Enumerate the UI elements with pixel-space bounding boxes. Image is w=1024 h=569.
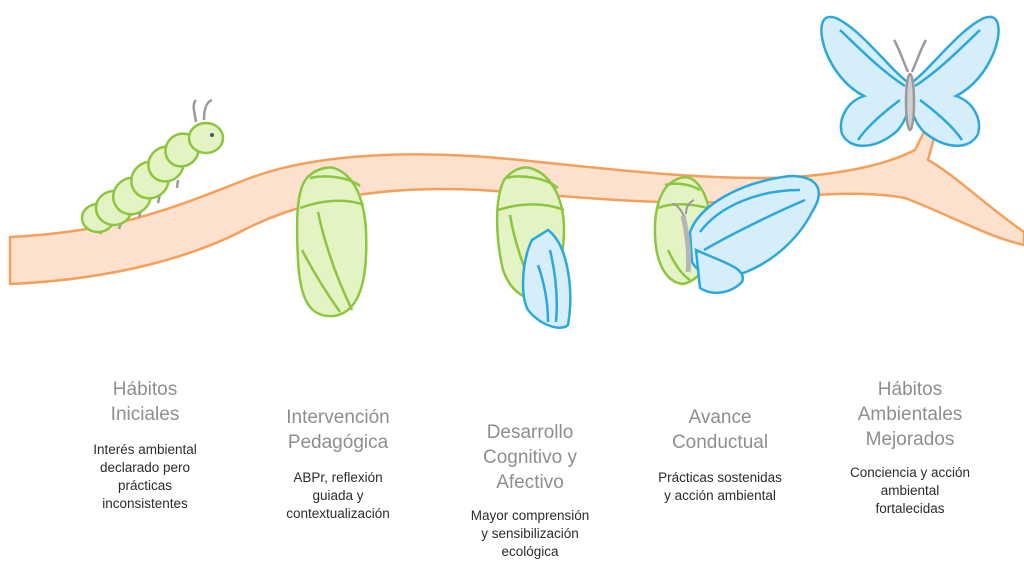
stage-desarrollo-cognitivo-afectivo: Desarrollo Cognitivo y Afectivo Mayor co… (445, 420, 615, 561)
stage-habitos-ambientales-mejorados: Hábitos Ambientales Mejorados Conciencia… (825, 377, 995, 518)
stage-description: Mayor comprensión y sensibilización ecol… (445, 507, 615, 561)
stage-title: Avance Conductual (630, 405, 810, 455)
stage-title: Desarrollo Cognitivo y Afectivo (445, 420, 615, 495)
stage-avance-conductual: Avance Conductual Prácticas sostenidas y… (630, 405, 810, 505)
stage-habitos-iniciales: Hábitos Iniciales Interés ambiental decl… (70, 377, 220, 513)
butterfly-icon (821, 17, 998, 146)
stage-intervencion-pedagogica: Intervención Pedagógica ABPr, reflexión … (258, 405, 418, 523)
emerging-butterfly-icon (655, 176, 819, 293)
stage-title: Hábitos Iniciales (70, 377, 220, 427)
stage-description: Conciencia y acción ambiental fortalecid… (825, 464, 995, 518)
closed-chrysalis-icon (297, 167, 366, 316)
stage-description: Prácticas sostenidas y acción ambiental (630, 469, 810, 505)
stage-title: Intervención Pedagógica (258, 405, 418, 455)
stage-description: ABPr, reflexión guiada y contextualizaci… (258, 469, 418, 523)
stage-title: Hábitos Ambientales Mejorados (825, 377, 995, 452)
stage-description: Interés ambiental declarado pero práctic… (70, 441, 220, 513)
